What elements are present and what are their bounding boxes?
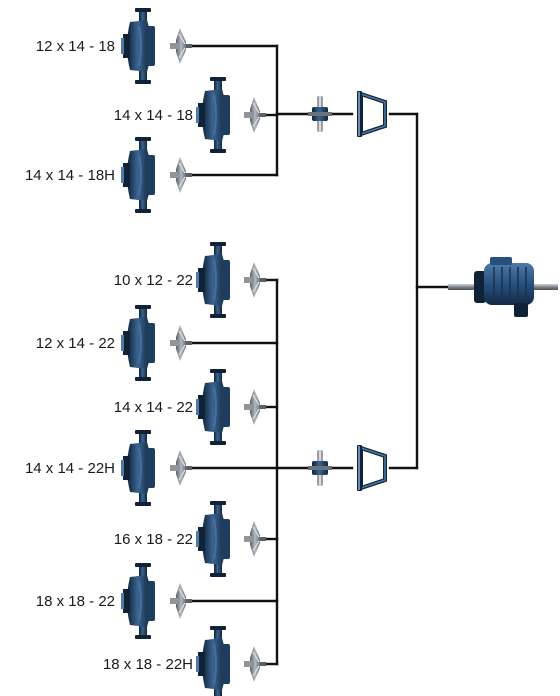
- impeller-icon: [244, 97, 266, 133]
- pump-casing-icon: [196, 501, 230, 577]
- pump-size-label: 14 x 14 - 22: [114, 399, 193, 416]
- pump-size-label: 14 x 14 - 18: [114, 107, 193, 124]
- pump-casing-icon: [196, 242, 230, 318]
- pump-row: 18 x 18 - 22: [36, 563, 192, 639]
- pump-casing-icon: [196, 77, 230, 153]
- bearing-frame-icon: [308, 450, 332, 486]
- pump-list: 12 x 14 - 18 14 x 14 - 18 14 x 14 - 18H 10 …: [25, 8, 266, 696]
- pump-casing-icon: [121, 430, 155, 506]
- pump-row: 14 x 14 - 18H: [25, 137, 192, 213]
- pump-casing-icon: [121, 8, 155, 84]
- impeller-icon: [244, 262, 266, 298]
- impeller-icon: [244, 389, 266, 425]
- shared-components: [308, 91, 558, 491]
- pump-row: 18 x 18 - 22H: [103, 626, 266, 696]
- pump-size-label: 18 x 18 - 22: [36, 593, 115, 610]
- pump-casing-icon: [121, 305, 155, 381]
- pump-size-label: 10 x 12 - 22: [114, 272, 193, 289]
- pump-casing-icon: [121, 563, 155, 639]
- pump-row: 12 x 14 - 22: [36, 305, 192, 381]
- pump-row: 12 x 14 - 18: [36, 8, 192, 84]
- adapter-bracket-icon: [357, 445, 387, 491]
- impeller-icon: [170, 325, 192, 361]
- bearing-frame-icon: [308, 96, 332, 132]
- impeller-icon: [170, 157, 192, 193]
- pump-size-label: 14 x 14 - 22H: [25, 460, 115, 477]
- impeller-icon: [244, 646, 266, 682]
- impeller-icon: [170, 583, 192, 619]
- adapter-bracket-icon: [357, 91, 387, 137]
- pump-size-label: 12 x 14 - 18: [36, 38, 115, 55]
- pump-size-label: 18 x 18 - 22H: [103, 656, 193, 673]
- pump-row: 10 x 12 - 22: [114, 242, 266, 318]
- pump-size-label: 14 x 14 - 18H: [25, 167, 115, 184]
- pump-row: 14 x 14 - 18: [114, 77, 266, 153]
- motor-icon: [448, 257, 558, 317]
- pump-casing-icon: [196, 626, 230, 696]
- impeller-icon: [170, 450, 192, 486]
- connection-lines: [188, 44, 472, 666]
- impeller-icon: [170, 28, 192, 64]
- pump-size-label: 12 x 14 - 22: [36, 335, 115, 352]
- pump-casing-icon: [196, 369, 230, 445]
- impeller-icon: [244, 521, 266, 557]
- pump-size-label: 16 x 18 - 22: [114, 531, 193, 548]
- pump-row: 14 x 14 - 22H: [25, 430, 192, 506]
- pump-row: 14 x 14 - 22: [114, 369, 266, 445]
- pump-casing-icon: [121, 137, 155, 213]
- pump-row: 16 x 18 - 22: [114, 501, 266, 577]
